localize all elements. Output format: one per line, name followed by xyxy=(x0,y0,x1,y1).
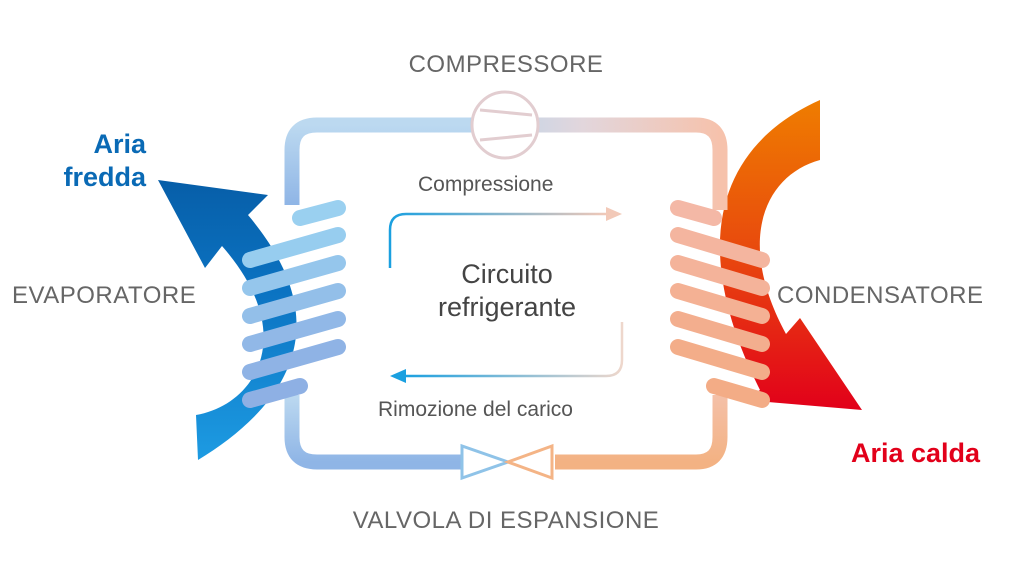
evaporator-coils xyxy=(242,200,346,408)
warm-air-arrow xyxy=(719,100,862,410)
evaporator-label: EVAPORATORE xyxy=(12,282,197,309)
warm-air-label: Aria calda xyxy=(851,438,981,468)
heat-removal-flow-arrow xyxy=(390,322,624,383)
refrigerant-circuit-title: Circuito refrigerante xyxy=(400,258,614,324)
cold-air-line2: fredda xyxy=(63,162,146,192)
heat-removal-label: Rimozione del carico xyxy=(378,398,573,421)
condenser-coils xyxy=(670,200,770,408)
cold-air-label: Aria fredda xyxy=(40,128,146,194)
compression-label: Compressione xyxy=(418,173,554,196)
compressor-symbol xyxy=(470,90,540,160)
condenser-label: CONDENSATORE xyxy=(777,282,984,309)
circuit-title-line1: Circuito xyxy=(461,259,553,289)
compressor-label: COMPRESSORE xyxy=(408,51,604,78)
expansion-valve-label: VALVOLA DI ESPANSIONE xyxy=(352,507,660,534)
compression-flow-arrow xyxy=(388,207,622,268)
circuit-title-line2: refrigerante xyxy=(437,292,577,322)
cold-air-arrow xyxy=(158,180,297,460)
expansion-valve-symbol xyxy=(460,443,554,481)
cold-air-line1: Aria xyxy=(93,129,146,159)
